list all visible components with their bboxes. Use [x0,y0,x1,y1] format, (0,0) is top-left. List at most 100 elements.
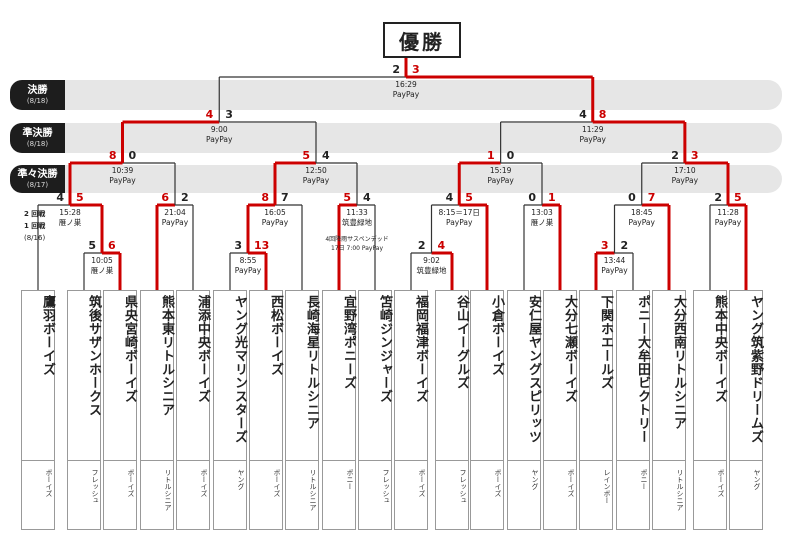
league-cell: ボーイズ [249,460,283,530]
game-venue: PayPay [393,90,420,99]
game-venue: 雁ノ巣 [531,217,554,227]
team-cell: 笘崎ジンジャーズ [358,290,392,460]
game-time: 15:28 [59,208,81,217]
game-venue: PayPay [672,176,699,185]
league-name: レインボー [603,469,611,504]
score-right: 2 [181,191,189,204]
game-venue: PayPay [629,218,656,227]
team-name: 西松ボーイズ [268,295,283,376]
score-right: 8 [599,108,607,121]
game-venue: PayPay [601,266,628,275]
game-time: 17:10 [674,166,696,175]
game-time: 12:50 [305,166,327,175]
team-name: 小倉ボーイズ [489,295,504,376]
score-left: 4 [56,191,64,204]
game-venue: 筑豊緑地 [417,265,447,275]
team-cell: 大分七瀬ボーイズ [543,290,577,460]
league-name: ボーイズ [717,469,725,497]
league-cell: レインボー [579,460,613,530]
score-left: 5 [302,149,310,162]
league-name: ポニー [346,469,354,490]
round-label: 準決勝(8/18) [10,123,65,153]
team-cell: 大分西南リトルシニア [652,290,686,460]
team-cell: 筑後サザンホークス [67,290,101,460]
score-left: 3 [234,239,242,252]
team-cell: 鷹羽ボーイズ [21,290,55,460]
score-left: 2 [714,191,722,204]
game-note: 4回降雨サスペンデッド [325,235,388,243]
game-venue: PayPay [262,218,289,227]
game-time: 13:03 [531,208,553,217]
team-cell: 熊本中央ボーイズ [693,290,727,460]
round-date: (8/18) [26,139,49,148]
league-cell: ヤング [729,460,763,530]
score-left: 2 [418,239,426,252]
score-left: 6 [161,191,169,204]
league-name: ポニー [640,469,648,490]
game-venue: 雁ノ巣 [91,265,114,275]
team-name: 笘崎ジンジャーズ [377,295,392,403]
game-time: 11:29 [582,125,604,134]
league-name: ボーイズ [494,469,502,497]
game-time: 15:19 [490,166,512,175]
game-time: 16:05 [264,208,286,217]
game-time: 8:15＝17日 [439,208,480,217]
game-venue: PayPay [162,218,189,227]
team-name: 大分西南リトルシニア [671,295,686,430]
league-cell: フレッシュ [67,460,101,530]
game-time: 9:02 [423,256,440,265]
team-name: 谷山イーグルズ [454,295,469,390]
team-cell: 谷山イーグルズ [435,290,469,460]
round-label: 決勝(8/18) [10,80,65,110]
game-time: 9:00 [211,125,228,134]
score-right: 13 [254,239,269,252]
round-label: 準々決勝(8/17) [10,165,65,193]
game-venue: 筑豊緑地 [342,217,372,227]
score-left: 2 [392,63,400,76]
team-name: 宜野湾ポニーズ [341,295,356,390]
team-name: 大分七瀬ボーイズ [562,295,577,403]
round2-label: 2 回戦 [24,210,46,218]
team-cell: ポニー大牟田ビクトリー [616,290,650,460]
champion-box: 優勝 [383,22,461,58]
round-band [10,123,782,153]
game-venue: PayPay [109,176,136,185]
team-name: 長崎海星リトルシニア [304,295,319,430]
league-cell: ポニー [616,460,650,530]
league-cell: ボーイズ [21,460,55,530]
league-cell: ボーイズ [470,460,504,530]
round-name: 決勝 [27,84,48,96]
team-cell: 西松ボーイズ [249,290,283,460]
league-cell: ボーイズ [103,460,137,530]
team-cell: 県央宮崎ボーイズ [103,290,137,460]
score-right: 1 [548,191,556,204]
team-name: 筑後サザンホークス [86,295,101,417]
round-band [10,165,782,193]
round-name: 準々決勝 [17,168,58,180]
score-right: 4 [363,191,371,204]
team-cell: 浦添中央ボーイズ [176,290,210,460]
league-name: フレッシュ [382,469,390,504]
league-name: リトルシニア [676,469,684,511]
team-name: ヤング筑紫野ドリームズ [748,295,763,444]
league-cell: フレッシュ [358,460,392,530]
score-left: 3 [601,239,609,252]
league-cell: フレッシュ [435,460,469,530]
score-left: 8 [261,191,269,204]
score-right: 3 [691,149,699,162]
game-time: 11:28 [717,208,739,217]
team-name: 下関ホエールズ [598,295,613,390]
team-name: 浦添中央ボーイズ [195,295,210,403]
league-name: ボーイズ [418,469,426,497]
league-cell: リトルシニア [285,460,319,530]
score-left: 4 [206,108,214,121]
game-time: 10:05 [91,256,113,265]
score-left: 8 [109,149,117,162]
team-cell: 熊本東リトルシニア [140,290,174,460]
score-left: 0 [628,191,636,204]
score-left: 2 [671,149,679,162]
champion-title: 優勝 [399,29,445,54]
round-date: (8/17) [26,180,49,189]
round-name: 準決勝 [22,127,53,139]
game-time: 16:29 [395,80,417,89]
